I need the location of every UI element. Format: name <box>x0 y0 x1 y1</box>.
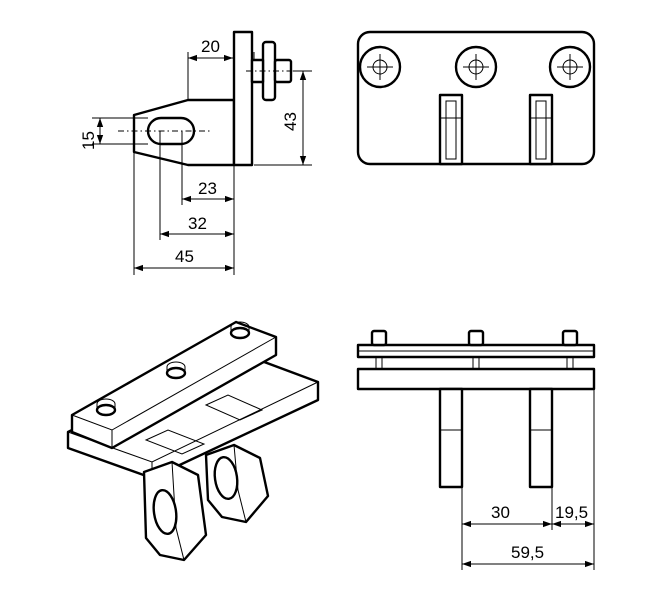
bolt-head-icon <box>358 45 402 89</box>
bolt-head-icon <box>548 45 592 89</box>
dim-43-label: 43 <box>281 112 300 131</box>
dim-32-label: 32 <box>188 214 207 233</box>
dim-20-label: 20 <box>201 37 220 56</box>
dim-19-5-label: 19,5 <box>555 503 588 522</box>
bolt-head-icon <box>454 45 498 89</box>
bolt-icon <box>95 398 117 417</box>
top-view <box>356 30 596 166</box>
isometric-view <box>66 320 320 562</box>
dim-23-label: 23 <box>198 179 217 198</box>
bolt-icon <box>229 321 251 340</box>
dim-15-label: 15 <box>79 131 98 150</box>
dim-45-label: 45 <box>175 247 194 266</box>
dim-59-5-label: 59,5 <box>511 543 544 562</box>
bolt-icon <box>165 361 187 380</box>
side-view: 20 43 15 23 32 45 <box>79 30 312 275</box>
dim-30-label: 30 <box>491 503 510 522</box>
front-view: 30 19,5 59,5 <box>356 329 596 570</box>
